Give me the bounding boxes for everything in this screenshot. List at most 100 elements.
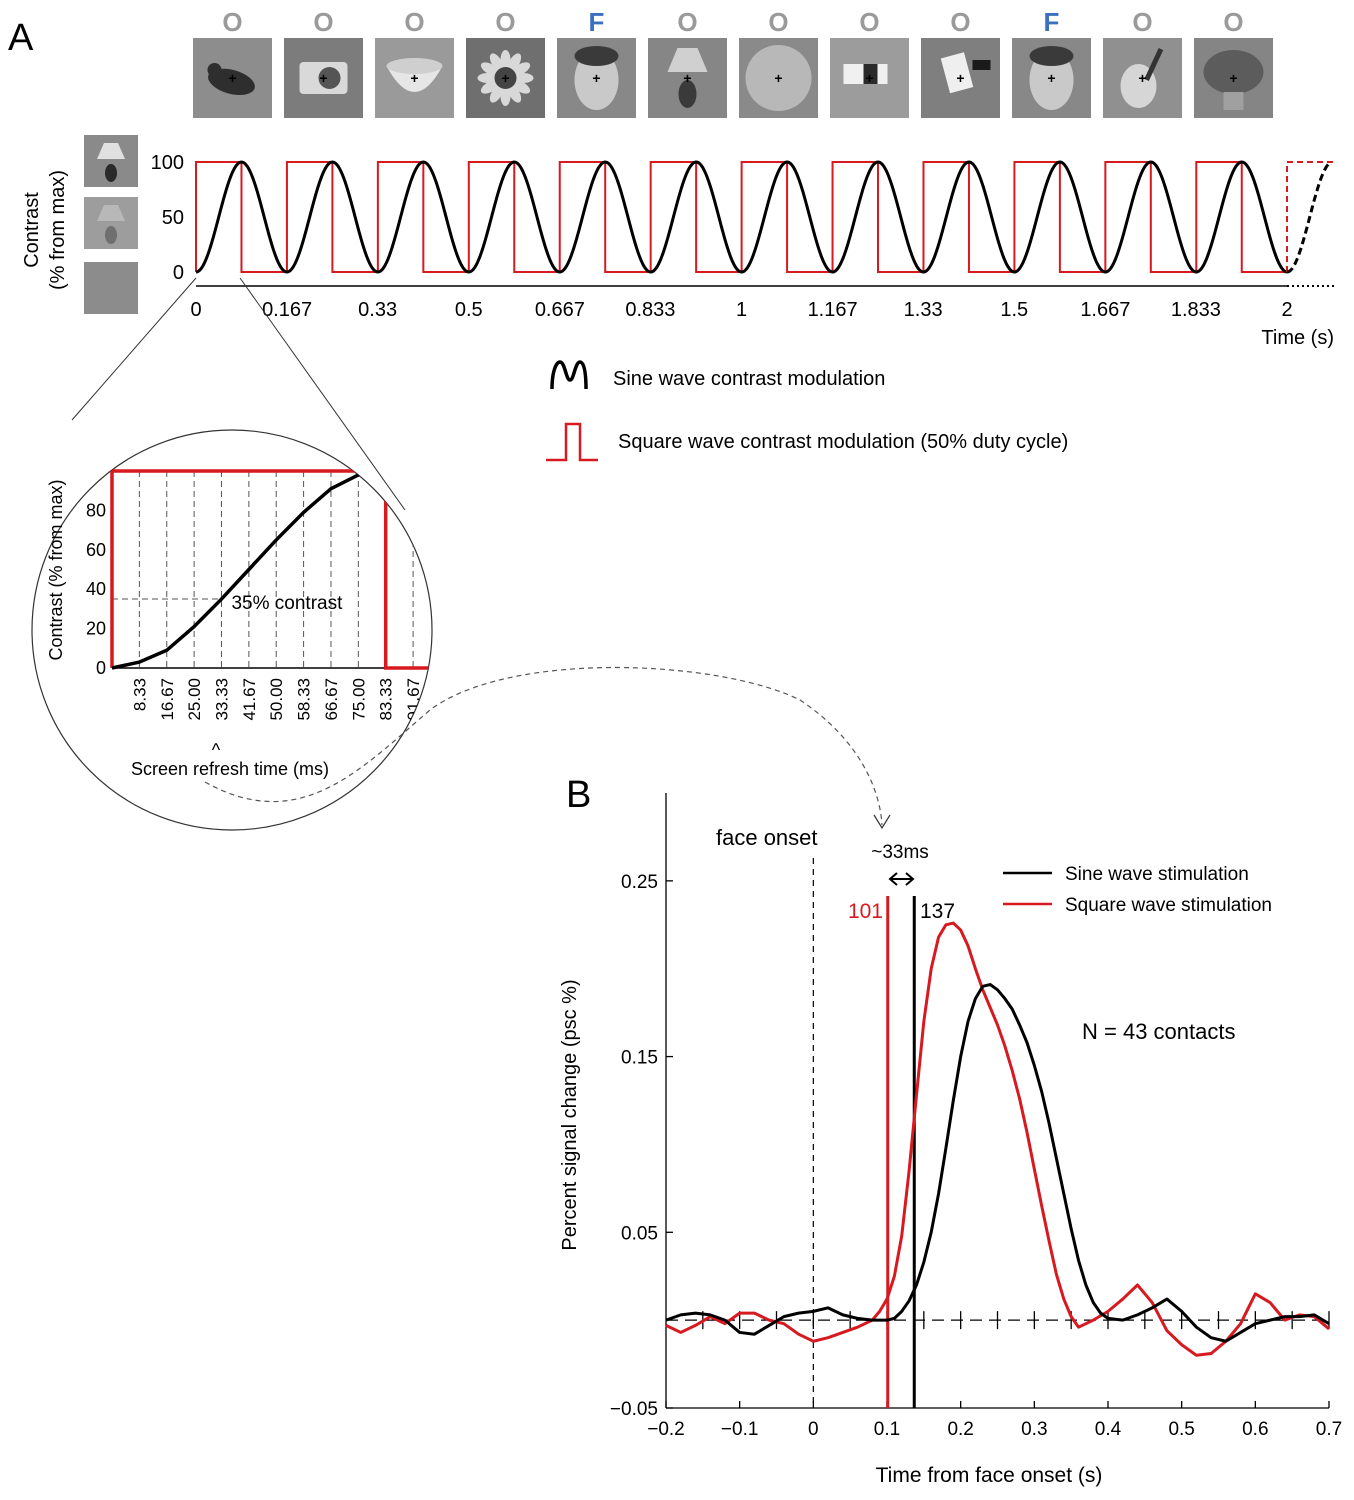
ball-shape: [745, 45, 812, 111]
stimulus-letter: F: [1044, 7, 1060, 37]
bird-head: [207, 63, 222, 77]
n-contacts-label: N = 43 contacts: [1082, 1019, 1235, 1044]
stimulus-letter: O: [768, 7, 788, 37]
zoom-ytick-label: 40: [86, 579, 106, 599]
stimulus-letter: O: [1132, 7, 1152, 37]
stimulus-letter: O: [1223, 7, 1243, 37]
zoom-ytick-label: 20: [86, 619, 106, 639]
zoom-xtick-label: 66.67: [322, 678, 341, 721]
contrast-ytick-label: 0: [173, 262, 184, 284]
stimulus-letter: O: [495, 7, 515, 37]
zoom-arrow: ^: [212, 740, 221, 760]
fixation-cross: +: [319, 70, 327, 86]
stimulus-image-bowl: +: [375, 38, 454, 118]
panel-a: A O+O+O+O+F+O+O+O+O+F+O+O+ Contrast (% f…: [8, 7, 1337, 831]
camera-lens: [318, 67, 341, 89]
panel-a-label: A: [8, 17, 34, 59]
petal: [477, 73, 498, 83]
face-response-xtick-label: 0.4: [1095, 1419, 1122, 1440]
stimulus-image-horse: +: [830, 38, 909, 118]
face-response-ytick-label: 0.15: [621, 1048, 658, 1069]
stimulus-image-face: +: [557, 38, 636, 118]
zoom-ytick-label: 60: [86, 540, 106, 560]
fixation-cross: +: [956, 70, 964, 86]
petal: [500, 86, 511, 106]
lamp-base: [105, 164, 117, 182]
horse-patch: [863, 64, 878, 84]
face-shape: [1029, 50, 1074, 110]
square-legend-icon: [546, 422, 598, 462]
stimulus-letter: O: [404, 7, 424, 37]
contrast-xtick-label: 0.33: [358, 299, 397, 321]
face-response-xlabel: Time from face onset (s): [876, 1464, 1103, 1487]
hair-shape: [1029, 46, 1074, 66]
contrast-xtick-label: 1.833: [1171, 299, 1221, 321]
sine-response-line: [665, 983, 1330, 1343]
bird-shape: [208, 68, 255, 96]
face-response-legend: Sine wave stimulation Square wave stimul…: [1003, 864, 1272, 916]
lamp-half-contrast: [84, 197, 138, 249]
contrast-ytick-label: 50: [162, 207, 184, 229]
face-response-xtick-label: −0.1: [721, 1419, 759, 1440]
stimulus-letter: O: [313, 7, 333, 37]
link-arrow: [204, 666, 883, 826]
face-response-xtick-label: 0: [808, 1419, 819, 1440]
stimulus-letter: O: [222, 7, 242, 37]
contrast-xtick-label: 1: [736, 299, 747, 321]
plant-pot: [1223, 92, 1244, 110]
gray-zero-contrast: [84, 262, 138, 314]
plant-leaves: [1203, 50, 1264, 94]
face-response-xtick-label: 0.2: [947, 1419, 973, 1440]
stimulus-sequence: O+O+O+O+F+O+O+O+O+F+O+O+: [193, 7, 1273, 118]
petal: [513, 73, 534, 83]
zoom-connector-left: [71, 277, 197, 421]
contrast-xtick-label: 0.167: [262, 299, 312, 321]
fixation-cross: +: [1047, 70, 1055, 86]
chair-back: [940, 52, 974, 94]
bowl-rim: [386, 58, 443, 74]
petal: [512, 62, 531, 76]
zoom-circle: [31, 429, 433, 831]
contrast-ytick-label: 100: [151, 152, 184, 174]
link-arrowhead: [873, 814, 891, 830]
stimulus-letter: O: [677, 7, 697, 37]
fixation-cross: +: [683, 70, 691, 86]
zoom-xtick-label: 16.67: [158, 678, 177, 721]
face-response-xtick-label: 0.1: [874, 1419, 900, 1440]
contrast-series: [195, 160, 1337, 274]
stimulus-image-plant: +: [1194, 38, 1273, 118]
fixation-cross: +: [1229, 70, 1237, 86]
petal: [507, 53, 522, 72]
chair-dark: [972, 60, 991, 70]
petal: [480, 80, 499, 94]
fixation-cross: +: [501, 70, 509, 86]
fixation-cross: +: [774, 70, 782, 86]
petal: [507, 84, 522, 103]
square-wave-line: [195, 161, 1287, 273]
square-legend-label: Square wave contrast modulation (50% dut…: [618, 431, 1068, 453]
stimulus-image-bird: +: [193, 38, 272, 118]
legend-square-label: Square wave stimulation: [1065, 895, 1272, 916]
square-wave-continuation: [1286, 161, 1337, 272]
zoom-xlabel: Screen refresh time (ms): [131, 759, 329, 779]
fixation-cross: +: [228, 70, 236, 86]
contrast-xlabel: Time (s): [1261, 327, 1334, 349]
lamp-full-contrast: [84, 135, 138, 187]
sine-legend-label: Sine wave contrast modulation: [613, 368, 885, 390]
face-response-ytick-label: 0.05: [621, 1223, 658, 1244]
face-response-xtick-label: 0.5: [1168, 1419, 1194, 1440]
face-response-series: [665, 921, 1330, 1357]
face-onset-label: face onset: [716, 825, 818, 850]
face-response-xtick-label: 0.3: [1021, 1419, 1047, 1440]
petal: [489, 84, 504, 103]
fixation-cross: +: [865, 70, 873, 86]
zoom-xtick-label: 25.00: [185, 678, 204, 721]
guitar-neck: [1144, 48, 1164, 81]
face-response-ytick-label: −0.05: [610, 1399, 658, 1420]
zoom-ytick-label: 80: [86, 500, 106, 520]
lamp-shade: [667, 48, 708, 72]
delay-double-arrow: [888, 872, 915, 886]
square-onset-label: 101: [848, 900, 883, 923]
